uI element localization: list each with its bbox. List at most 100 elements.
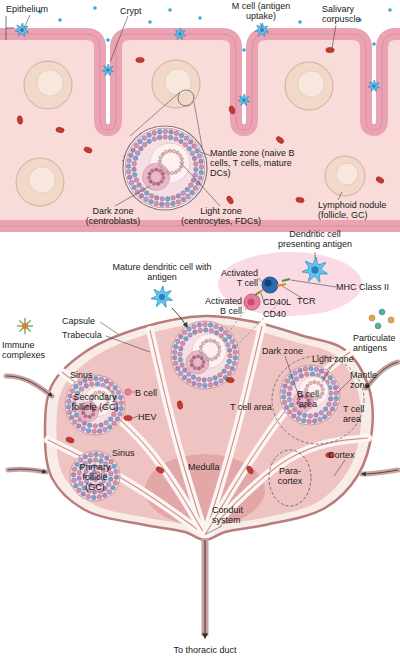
- leader-line: [315, 252, 316, 258]
- label: T cell area: [230, 402, 280, 412]
- dendritic-cell-nucleus: [178, 32, 181, 35]
- dendritic-cell: [15, 23, 29, 37]
- lymphocyte: [218, 349, 221, 352]
- lymphocyte: [302, 413, 307, 418]
- lymphocyte: [188, 333, 193, 338]
- lymphocyte: [333, 402, 338, 407]
- lymphocyte: [97, 495, 102, 500]
- lymphocyte: [99, 377, 104, 382]
- lymphocyte: [219, 379, 224, 384]
- germinal-center: [298, 71, 324, 97]
- particulate-antigen: [388, 317, 394, 323]
- magnified-area: [178, 90, 194, 106]
- lymphocyte: [181, 341, 186, 346]
- lymphocyte: [330, 407, 335, 412]
- lymphocyte: [104, 456, 109, 461]
- antigen-particle: [298, 20, 302, 24]
- lymphocyte: [201, 364, 204, 367]
- antigen-particle: [168, 8, 172, 12]
- lymphocyte: [182, 330, 187, 335]
- lymphocyte: [218, 373, 223, 378]
- lymphocyte: [180, 157, 183, 160]
- lymphocyte: [152, 182, 155, 185]
- lymphocyte: [186, 194, 191, 199]
- lymphocyte: [334, 391, 339, 396]
- lymphocyte: [118, 412, 123, 417]
- leader-line: [100, 322, 118, 334]
- lymphocyte: [127, 158, 132, 163]
- lymphocyte: [203, 356, 206, 359]
- lymphocyte: [149, 199, 154, 204]
- lymphocyte: [72, 420, 77, 425]
- lymphocyte: [178, 357, 183, 362]
- lymphocyte: [172, 355, 177, 360]
- lymphocyte: [109, 471, 114, 476]
- label: Dark zone: [262, 346, 308, 356]
- lymphocyte: [172, 350, 177, 355]
- antigen-particle: [58, 18, 62, 22]
- germinal-center: [29, 167, 55, 193]
- lymphocyte: [228, 353, 233, 358]
- lymphocyte: [159, 163, 162, 166]
- lymphocyte: [114, 475, 119, 480]
- lymphocyte: [68, 394, 73, 399]
- lymphocyte: [144, 191, 149, 196]
- lymphocyte: [323, 415, 328, 420]
- lymphocyte: [109, 382, 114, 387]
- dark-zone: [143, 163, 170, 190]
- cd40-receptor: [255, 292, 260, 295]
- lymphocyte: [97, 429, 102, 434]
- lymphocyte: [187, 327, 192, 332]
- label: Light zone (centrocytes, FDCs): [176, 206, 266, 226]
- lymphocyte: [149, 194, 154, 199]
- label: Epithelium: [6, 4, 66, 14]
- lymph-node-panel: [6, 252, 398, 638]
- lymphocyte: [195, 149, 200, 154]
- lymphocyte: [198, 328, 203, 333]
- dendritic-cell-nucleus: [311, 266, 318, 273]
- lymphocyte: [193, 162, 198, 167]
- efferent-arrow: [205, 540, 206, 638]
- lymphocyte: [165, 150, 168, 153]
- tcr-receptor: [277, 284, 286, 286]
- lymphocyte: [156, 182, 159, 185]
- lymphocyte: [108, 477, 113, 482]
- lymphocyte: [307, 419, 312, 424]
- lymphocyte: [86, 494, 91, 499]
- lymphocyte: [192, 324, 197, 329]
- activated-b-cell: [244, 294, 260, 310]
- lymphocyte: [193, 330, 198, 335]
- epithelium: [0, 34, 400, 226]
- label: T cell area: [343, 404, 371, 424]
- label: Salivary corpuscle: [322, 4, 372, 24]
- blood-vessel: [17, 115, 24, 124]
- label: Crypt: [120, 6, 150, 16]
- blood-vessel: [225, 377, 234, 384]
- lymphocyte: [169, 130, 174, 135]
- lymphocyte: [163, 170, 166, 173]
- blood-vessel: [83, 146, 93, 154]
- lymphocyte: [142, 136, 147, 141]
- lymphocyte: [128, 153, 133, 158]
- lymphocyte: [199, 170, 204, 175]
- lymphocyte: [158, 160, 161, 163]
- lymphocyte: [71, 473, 76, 478]
- lymphocyte: [151, 169, 154, 172]
- dendritic-cell-nucleus: [20, 28, 24, 32]
- lymphocyte: [197, 383, 202, 388]
- blood-vessel: [228, 105, 236, 115]
- lymphocyte: [193, 366, 196, 369]
- leader-line: [260, 23, 262, 28]
- lymphocyte: [230, 339, 235, 344]
- lymphocyte: [88, 415, 91, 418]
- lymphocyte: [188, 140, 193, 145]
- lymphocyte: [281, 395, 286, 400]
- germinal-center: [336, 163, 358, 185]
- afferent-lymphatic: [362, 470, 398, 474]
- lymphocyte: [189, 183, 194, 188]
- label: Sinus: [70, 370, 100, 380]
- lymphocyte: [131, 148, 136, 153]
- lymphocyte: [198, 176, 203, 181]
- particulate-antigen: [369, 315, 375, 321]
